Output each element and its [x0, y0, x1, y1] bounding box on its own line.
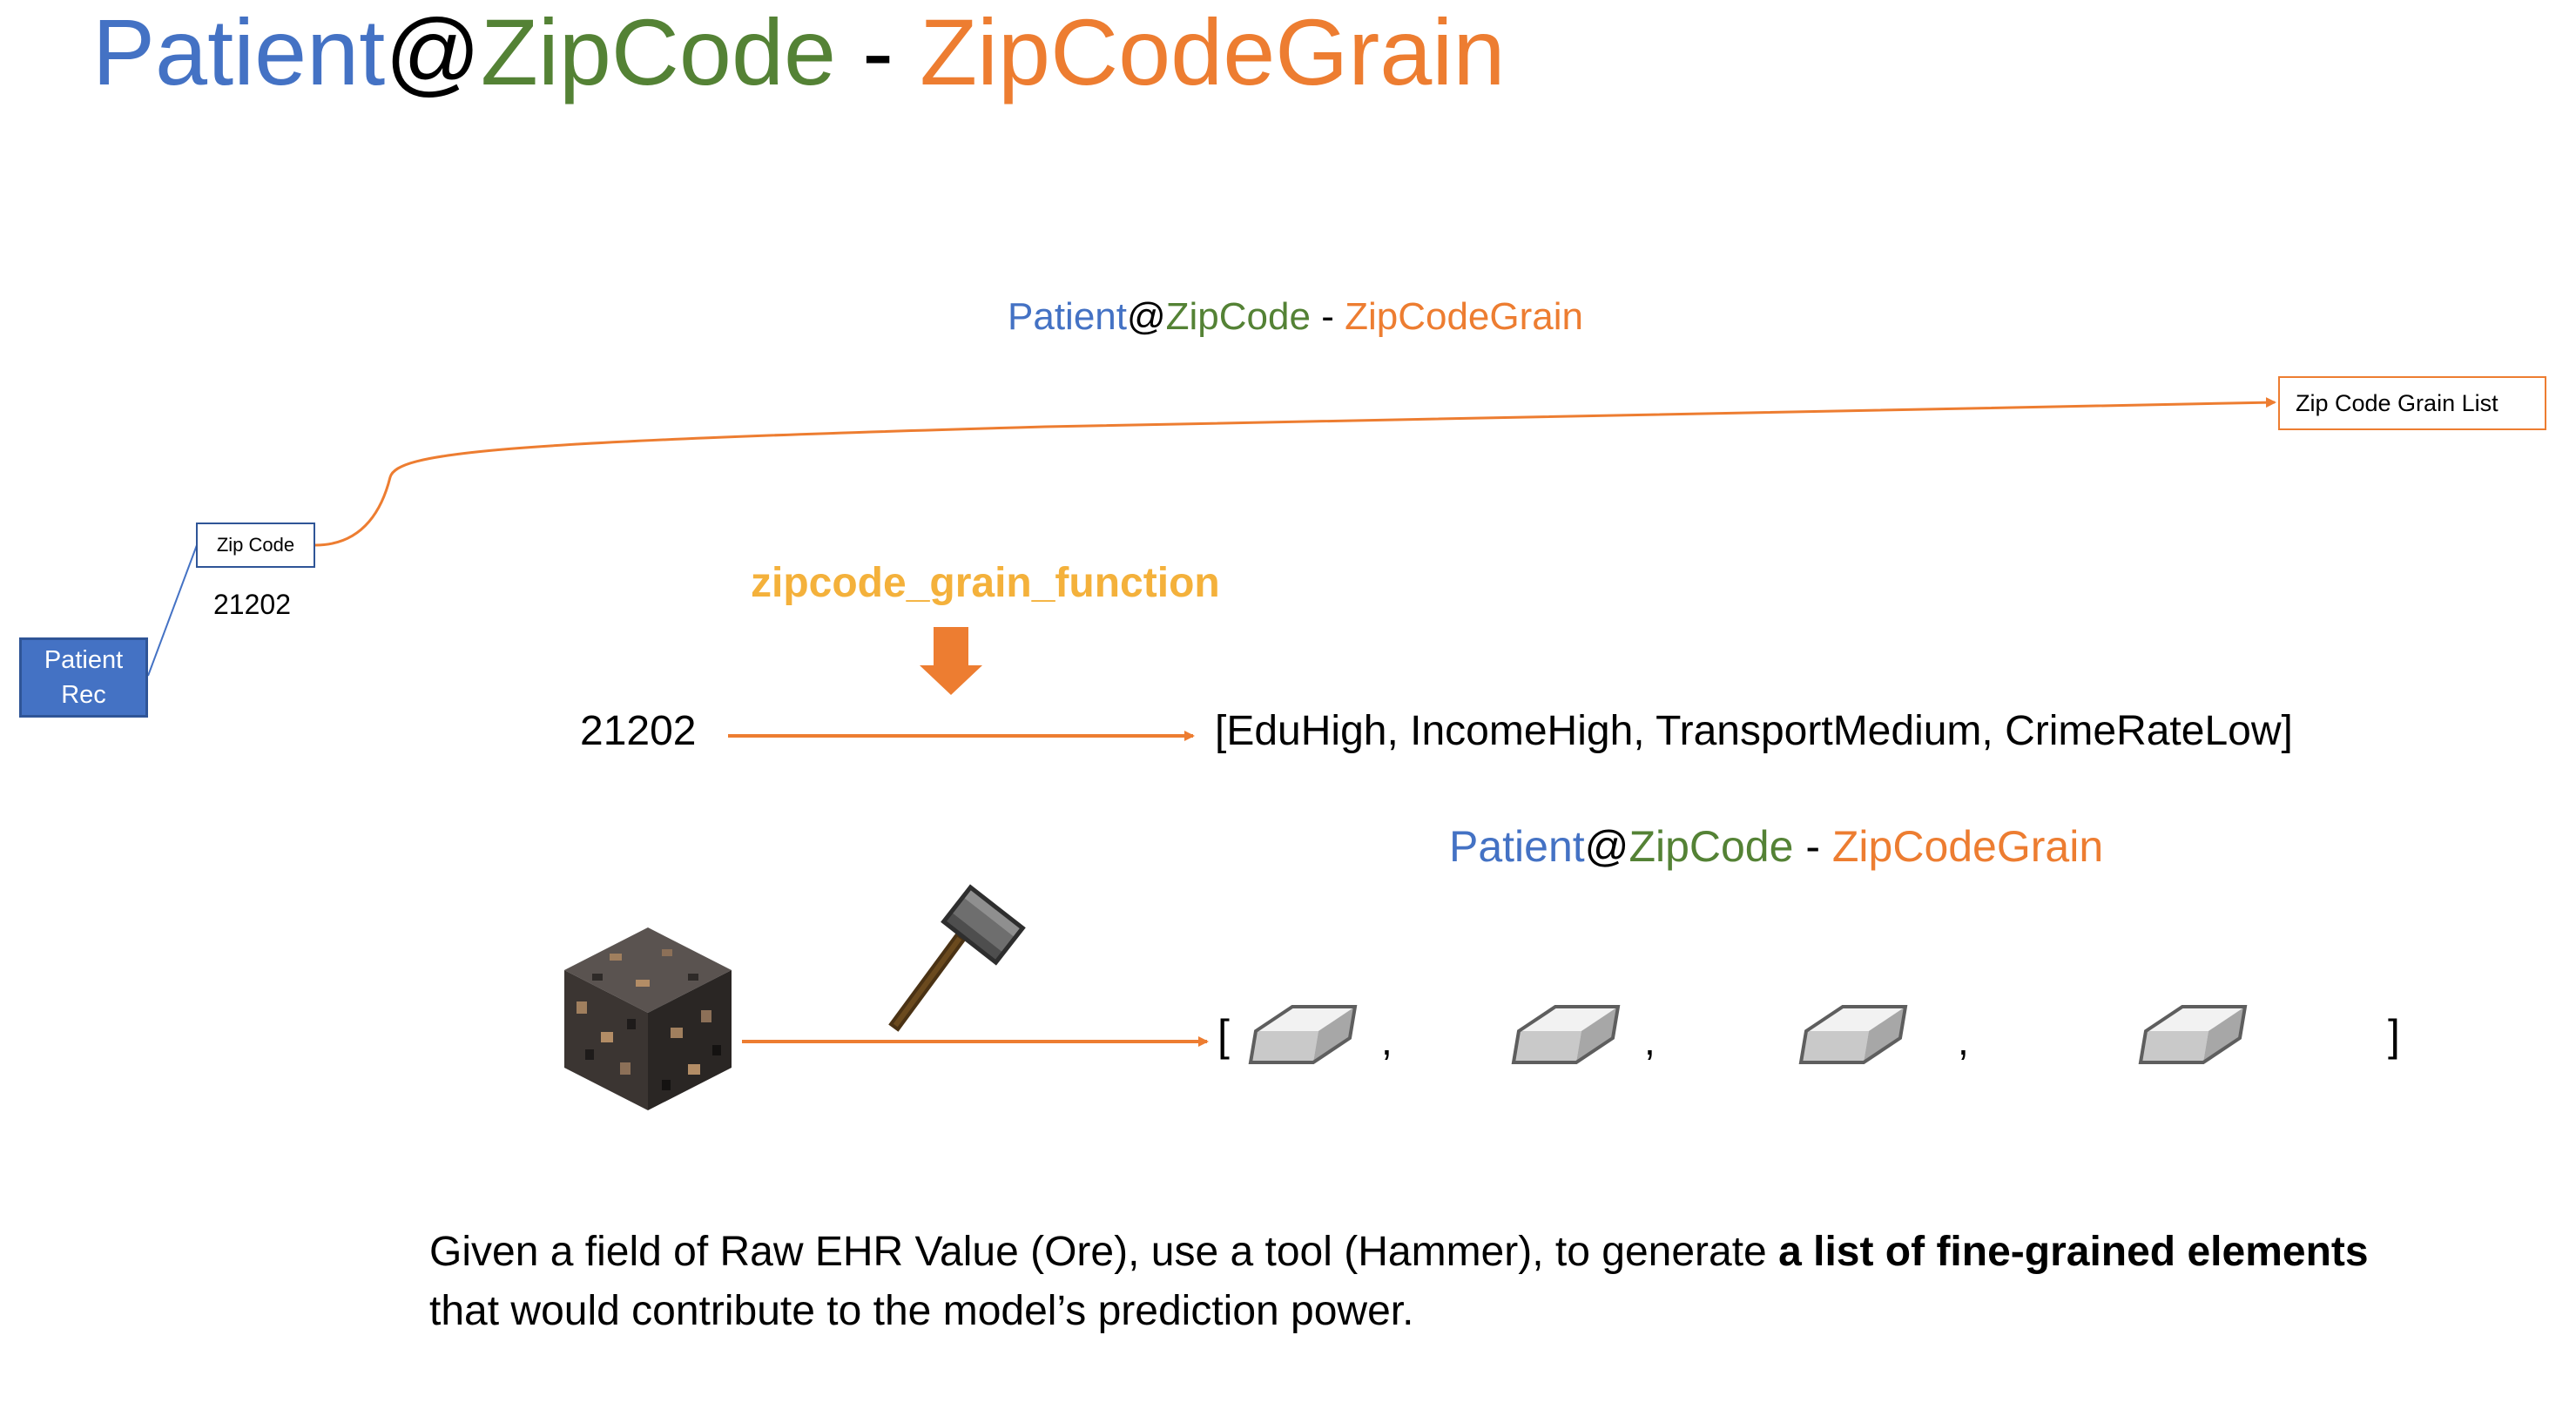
zip-value-small: 21202	[213, 589, 291, 620]
ore-block-icon	[564, 927, 732, 1110]
page-title: Patient@ZipCode - ZipCodeGrain	[92, 0, 1505, 105]
function-label: zipcode_grain_function	[751, 560, 1220, 606]
title-zipcode: ZipCode	[480, 0, 837, 105]
patient-to-zipcode-line	[147, 544, 198, 677]
iron-ingot-icon	[2138, 1005, 2248, 1064]
zip-code-box: Zip Code	[196, 523, 315, 568]
caption-line2: that would contribute to the model’s pre…	[429, 1288, 1414, 1334]
subtitle-top-zipcodegrain: ZipCodeGrain	[1345, 295, 1583, 338]
iron-ingot-icon	[1798, 1005, 1908, 1064]
caption-bold: a list of fine-grained elements	[1778, 1229, 2369, 1275]
subtitle-top-at: @	[1126, 295, 1166, 338]
iron-ingot-icon	[1248, 1005, 1358, 1064]
patient-rec-line2: Rec	[61, 681, 106, 709]
caption: Given a field of Raw EHR Value (Ore), us…	[429, 1223, 2537, 1341]
patient-rec-line1: Patient	[44, 646, 124, 674]
title-patient: Patient	[92, 0, 386, 105]
ingot-list-comma: ,	[1644, 1018, 1656, 1063]
ingot-list-close-bracket: ]	[2388, 1011, 2400, 1060]
subtitle-mid-dash: -	[1793, 822, 1832, 871]
function-down-arrow	[920, 627, 982, 695]
caption-regular: Given a field of Raw EHR Value (Ore), us…	[429, 1229, 1779, 1275]
ingot-list-comma: ,	[1381, 1018, 1393, 1063]
hammer-icon	[888, 884, 1026, 1032]
subtitle-mid-zipcodegrain: ZipCodeGrain	[1831, 822, 2104, 871]
subtitle-top-patient: Patient	[1008, 295, 1127, 338]
subtitle-top-dash: -	[1310, 295, 1345, 338]
iron-ingot-icon	[1511, 1005, 1621, 1064]
zipcode-to-grainlist-curve	[314, 397, 2276, 547]
zip-value-big: 21202	[580, 708, 697, 754]
subtitle-mid: Patient@ZipCode - ZipCodeGrain	[1449, 820, 2103, 873]
subtitle-mid-patient: Patient	[1449, 822, 1585, 871]
grain-list-text: [EduHigh, IncomeHigh, TransportMedium, C…	[1215, 708, 2293, 754]
title-at: @	[385, 0, 481, 105]
zip-code-grain-list-box: Zip Code Grain List	[2278, 376, 2546, 430]
subtitle-mid-zipcode: ZipCode	[1629, 822, 1794, 871]
subtitle-top: Patient@ZipCode - ZipCodeGrain	[1008, 293, 1583, 341]
title-dash: -	[836, 0, 920, 105]
ingot-list-open-bracket: [	[1217, 1011, 1230, 1060]
ingot-list-comma: ,	[1958, 1018, 1969, 1063]
title-zipcodegrain: ZipCodeGrain	[920, 0, 1506, 105]
patient-rec-box: Patient Rec	[19, 637, 148, 718]
subtitle-mid-at: @	[1584, 822, 1629, 871]
subtitle-top-zipcode: ZipCode	[1165, 295, 1311, 338]
